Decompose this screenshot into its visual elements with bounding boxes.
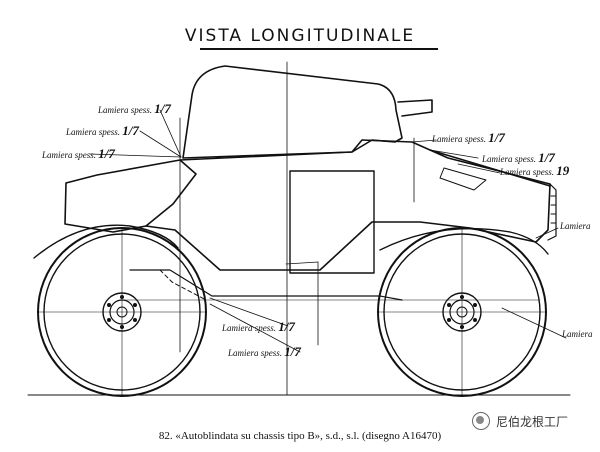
- side-door: [290, 171, 374, 273]
- lower-chassis: [130, 270, 402, 300]
- rear-wheel: [378, 228, 546, 396]
- annotation-label: Lamiera spess. 1/7: [66, 123, 139, 138]
- front-fender: [34, 225, 178, 258]
- watermark-text: 尼伯龙根工厂: [496, 414, 569, 429]
- annotation-label: Lamiera spess. 19: [500, 163, 570, 178]
- turret: [183, 66, 402, 158]
- page-title: VISTA LONGITUDINALE: [184, 26, 416, 46]
- wechat-icon: [472, 412, 490, 430]
- title-underline: [200, 48, 438, 50]
- annotation-label: Lamiera spess. 1/7: [228, 344, 301, 359]
- annotation-label: Lamiera spess. 1/7: [98, 101, 171, 116]
- annotation-label: Lamiera: [562, 329, 593, 339]
- wheel-bolts: [107, 295, 477, 329]
- annotation-label: Lamiera: [560, 221, 591, 231]
- rear-fender: [380, 229, 548, 254]
- rear-plate: [430, 150, 550, 186]
- front-wheel: [38, 228, 206, 396]
- annotation-label: Lamiera spess. 1/7: [222, 319, 295, 334]
- annotation-label: Lamiera spess. 1/7: [432, 130, 505, 145]
- figure-caption: 82. «Autoblindata su chassis tipo B», s.…: [158, 430, 442, 442]
- gun-barrel: [398, 100, 432, 116]
- watermark: 尼伯龙根工厂: [472, 412, 568, 430]
- front-hull: [65, 160, 196, 232]
- annotation-label: Lamiera spess. 1/7: [482, 150, 555, 165]
- annotation-label: Lamiera spess. 1/7: [42, 146, 115, 161]
